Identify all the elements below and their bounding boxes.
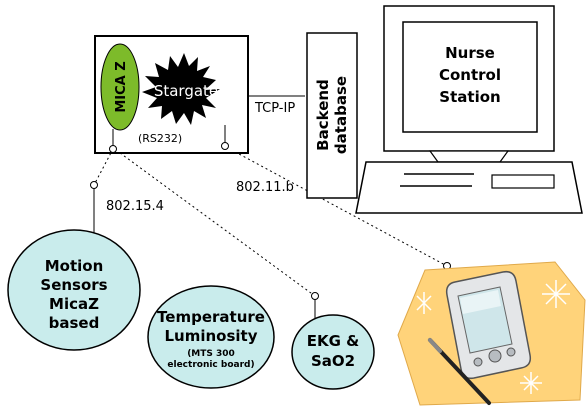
temperature-label-3: (MTS 300 <box>187 349 235 359</box>
wifi-label: 802.11.b <box>236 180 294 195</box>
link-gateway-pda <box>225 146 448 267</box>
motion-label-3: MicaZ <box>49 295 99 313</box>
backend-label-1: Backend <box>314 79 332 151</box>
tcpip-label: TCP-IP <box>254 101 295 116</box>
ekg-port <box>311 292 319 300</box>
gateway-port-left <box>109 145 117 153</box>
pda-body <box>445 270 532 380</box>
stargate-label: Stargate <box>154 82 218 100</box>
motion-sensor-node: Motion Sensors MicaZ based <box>7 181 141 351</box>
nurse-label-3: Station <box>439 88 500 106</box>
nurse-computer: Nurse Control Station <box>355 5 583 214</box>
rs232-label: (RS232) <box>138 132 182 145</box>
link-gateway-ekg <box>115 149 316 297</box>
temperature-label-4: electronic board) <box>167 360 254 370</box>
ekg-label-2: SaO2 <box>311 352 355 370</box>
sparkle-icon <box>416 280 570 394</box>
temperature-label-1: Temperature <box>157 308 265 326</box>
stargate-star <box>142 53 220 125</box>
pda-device <box>397 261 586 406</box>
mica-z-node: MICA Z <box>100 43 140 131</box>
motion-label-4: based <box>49 314 100 332</box>
nurse-label-1: Nurse <box>445 44 495 62</box>
ekg-sensor-node: EKG & SaO2 <box>291 292 375 390</box>
motion-label-2: Sensors <box>40 276 107 294</box>
stylus-icon <box>428 338 491 405</box>
ekg-label-1: EKG & <box>307 332 360 350</box>
zigbee-label: 802.15.4 <box>106 199 164 214</box>
motion-port <box>90 181 98 189</box>
backend-label-2: database <box>332 76 350 154</box>
nurse-label-2: Control <box>439 66 501 84</box>
mica-z-label: MICA Z <box>114 61 129 112</box>
gateway-port-right <box>221 142 229 150</box>
stargate-node: Stargate <box>142 53 220 125</box>
backend-database: Backend database <box>306 32 358 199</box>
wireless-links <box>93 146 448 297</box>
motion-label-1: Motion <box>45 257 104 275</box>
temperature-label-2: Luminosity <box>164 327 257 345</box>
temperature-sensor-node: Temperature Luminosity (MTS 300 electron… <box>147 285 275 389</box>
link-gateway-motion <box>93 148 114 186</box>
monitor-screen <box>402 21 538 133</box>
